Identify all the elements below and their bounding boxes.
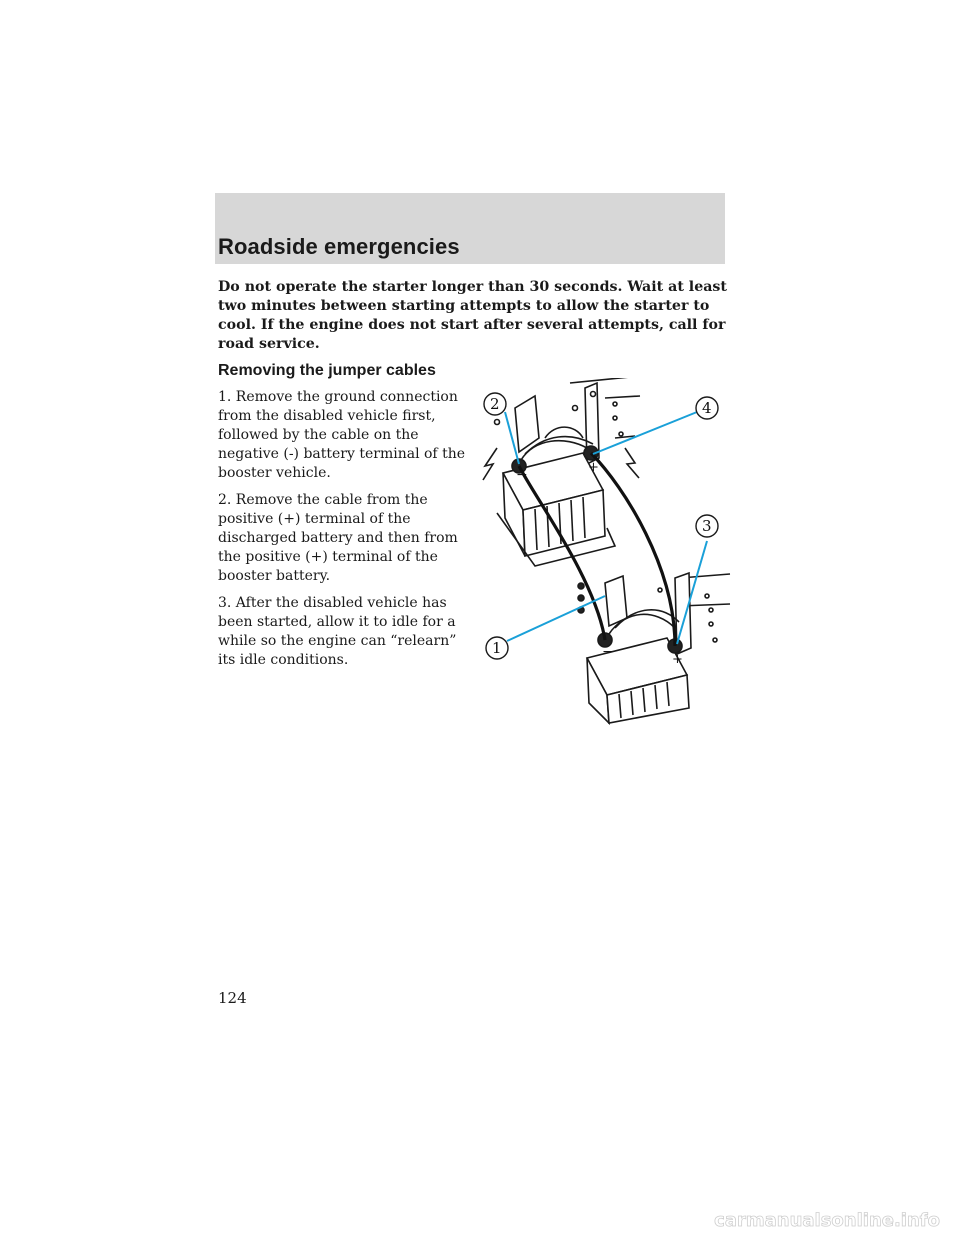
page-number: 124 xyxy=(218,989,247,1007)
warning-text: Do not operate the starter longer than 3… xyxy=(218,279,727,352)
callout-2-circle xyxy=(483,392,507,416)
callout-4-label: 4 xyxy=(702,399,712,417)
callout-3-circle xyxy=(695,514,719,538)
callout-lines xyxy=(504,411,708,645)
step-3: 3. After the disabled vehicle has been s… xyxy=(218,595,457,668)
callout-4-circle xyxy=(695,396,719,420)
callout-markers xyxy=(483,392,719,660)
jumper-cables xyxy=(517,451,677,647)
watermark-text: carmanualsonline.info xyxy=(714,1210,940,1231)
subsection-title: Removing the jumper cables xyxy=(218,362,436,379)
step-1: 1. Remove the ground connection from the… xyxy=(218,389,465,481)
disabled-battery-drawing: − + xyxy=(577,571,731,726)
svg-text:+: + xyxy=(588,460,599,475)
callout-2-label: 2 xyxy=(490,395,500,413)
jumper-cable-illustration: − + xyxy=(475,375,735,728)
instruction-steps: 1. Remove the ground connection from the… xyxy=(218,388,478,678)
svg-text:−: − xyxy=(516,467,528,483)
svg-text:−: − xyxy=(602,644,614,660)
step-2: 2. Remove the cable from the positive (+… xyxy=(218,492,458,584)
callout-1-label: 1 xyxy=(492,639,502,657)
section-title: Roadside emergencies xyxy=(218,234,460,259)
header-band xyxy=(215,193,725,264)
watermark: carmanualsonline.info xyxy=(666,1206,946,1236)
svg-text:+: + xyxy=(672,652,683,667)
callout-1-circle xyxy=(485,636,509,660)
callout-3-label: 3 xyxy=(702,517,712,535)
